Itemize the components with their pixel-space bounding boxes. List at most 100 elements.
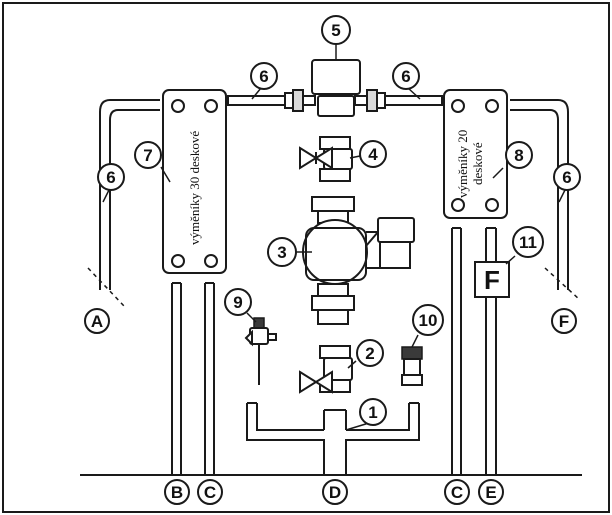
ball-valve-handle-a <box>299 146 318 170</box>
callout-6-top-right: 6 <box>392 62 420 90</box>
leader-6-top-left <box>251 87 262 100</box>
letter-a: A <box>84 308 110 334</box>
pump-terminal-box <box>377 217 415 243</box>
svg-text:10: 10 <box>419 311 438 330</box>
svg-text:B: B <box>171 483 183 502</box>
valve-actuator <box>311 59 361 95</box>
thermometer-cap <box>253 317 265 329</box>
port-left-tr <box>204 99 218 113</box>
pump-bottom-fitting <box>317 309 349 325</box>
hose-left-nut <box>284 92 294 109</box>
port-right-br <box>485 198 499 212</box>
callout-4: 4 <box>359 140 387 168</box>
svg-text:6: 6 <box>259 67 268 86</box>
letter-b: B <box>164 479 190 505</box>
svg-text:D: D <box>329 483 341 502</box>
pump-top-nut <box>311 196 355 212</box>
port-right-bl <box>451 198 465 212</box>
svg-text:8: 8 <box>514 146 523 165</box>
callout-5: 5 <box>321 15 351 45</box>
callout-9: 9 <box>224 288 252 316</box>
leader-11 <box>505 255 516 265</box>
leader-2 <box>347 360 357 369</box>
leader-6-top-right <box>407 87 421 100</box>
pipe-a-cut <box>87 267 125 307</box>
pipe-f-outer <box>510 99 569 290</box>
svg-text:C: C <box>204 483 216 502</box>
valve-body-top <box>317 95 355 117</box>
pump-bottom-nut <box>311 295 355 311</box>
pipe-f-cut <box>544 267 581 301</box>
svg-text:11: 11 <box>519 233 537 252</box>
leader-10 <box>411 334 419 348</box>
letter-c-right: C <box>444 479 470 505</box>
svg-text:5: 5 <box>331 21 340 40</box>
letter-c-left: C <box>197 479 223 505</box>
svg-text:1: 1 <box>368 403 377 422</box>
manifold-right-outer <box>345 403 420 475</box>
callout-2: 2 <box>356 339 384 367</box>
callout-11: 11 <box>512 226 544 258</box>
pump-housing <box>305 227 367 281</box>
leader-9 <box>246 312 257 323</box>
letter-f: F <box>551 308 577 334</box>
svg-text:7: 7 <box>143 146 152 165</box>
hose-right-nut <box>376 92 386 109</box>
hose-left-fitting <box>292 89 304 112</box>
callout-6-right: 6 <box>553 163 581 191</box>
leader-8 <box>492 167 504 179</box>
letter-d: D <box>322 479 348 505</box>
callout-8: 8 <box>505 141 533 169</box>
plate-exchanger-left <box>162 89 227 274</box>
leader-6-right <box>558 189 566 203</box>
pump-motor-side <box>380 242 411 269</box>
manifold-left-outer <box>246 403 325 475</box>
leader-7 <box>160 166 171 183</box>
letter-e: E <box>478 479 504 505</box>
ball-valve-top-nut <box>319 136 351 150</box>
hose-right-fitting <box>366 89 378 112</box>
port-right-tr <box>485 99 499 113</box>
leader-6-left <box>102 189 110 203</box>
lower-valve-top-nut <box>319 345 351 359</box>
callout-3: 3 <box>267 237 297 267</box>
pipe-f-inner <box>510 109 559 290</box>
callout-7: 7 <box>134 141 162 169</box>
callout-6-left: 6 <box>97 163 125 191</box>
svg-text:C: C <box>451 483 463 502</box>
thermometer-port <box>267 333 277 341</box>
port-right-tl <box>451 99 465 113</box>
hose-right-stub <box>354 95 368 106</box>
svg-text:6: 6 <box>562 168 571 187</box>
pump-motor-bracket <box>366 231 381 269</box>
pump-motor-link <box>365 231 379 247</box>
manifold-right-inner <box>346 403 410 431</box>
svg-text:6: 6 <box>106 168 115 187</box>
safety-valve-body <box>403 358 421 376</box>
svg-text:A: A <box>91 312 103 331</box>
plate-left-label: výměníky 30 deskové <box>187 131 202 245</box>
safety-valve-base <box>401 374 423 386</box>
plate-right-label-2: deskové <box>470 142 485 185</box>
svg-text:2: 2 <box>365 344 374 363</box>
ball-valve-handle-b <box>314 146 333 170</box>
plate-right-label-1: výměníky 20 <box>455 130 470 198</box>
svg-text:4: 4 <box>368 145 378 164</box>
port-left-br <box>204 254 218 268</box>
svg-text:6: 6 <box>401 67 410 86</box>
manifold-left-inner <box>256 403 324 431</box>
leader-4 <box>349 155 361 159</box>
flow-sign-letter: F <box>484 265 500 295</box>
hose-left-stub <box>302 95 316 106</box>
svg-text:9: 9 <box>233 293 242 312</box>
callout-10: 10 <box>412 304 444 336</box>
ball-valve-bottom-nut <box>319 168 351 182</box>
port-left-tl <box>171 99 185 113</box>
pipe-a-inner <box>109 109 160 290</box>
callout-1: 1 <box>359 398 387 426</box>
svg-text:F: F <box>559 312 569 331</box>
svg-text:E: E <box>485 483 496 502</box>
svg-text:3: 3 <box>277 243 286 262</box>
